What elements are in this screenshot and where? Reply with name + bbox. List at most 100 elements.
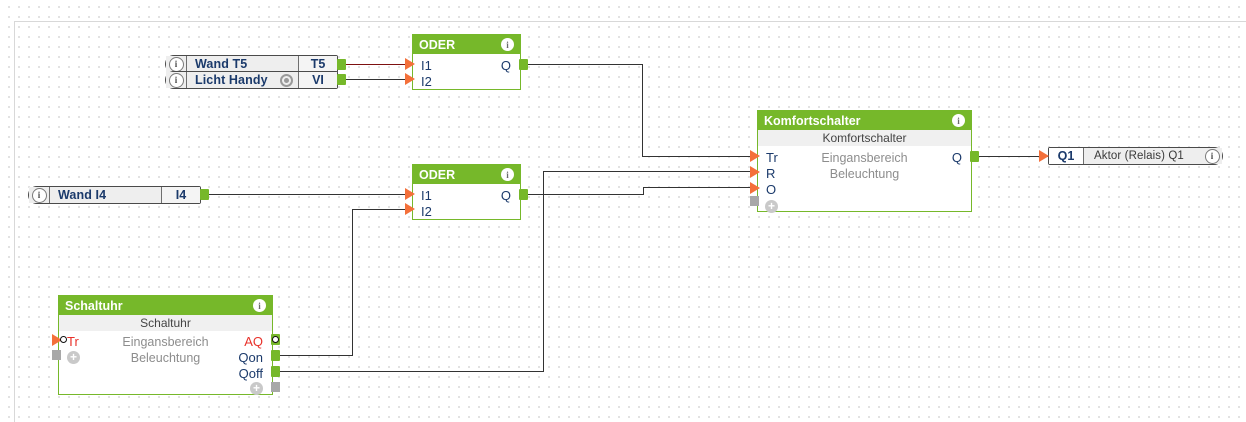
- block-subtitle-schaltuhr: Schaltuhr: [59, 315, 272, 331]
- block-subtitle-komfortschalter: Komfortschalter: [758, 130, 971, 146]
- info-icon-wand-t5[interactable]: i: [166, 56, 187, 72]
- block-schaltuhr[interactable]: Schaltuhr i Schaltuhr Eingansbereich Bel…: [58, 295, 273, 395]
- wire-qon-v: [352, 209, 353, 356]
- pin-in-oder2-i1[interactable]: [405, 188, 415, 200]
- block-oder-2[interactable]: ODER i I1 I2 Q: [412, 164, 521, 220]
- wire-t5-to-oder1-i1: [338, 64, 412, 65]
- info-glyph: i: [31, 187, 47, 203]
- wire-oder1q-h1: [521, 64, 643, 65]
- add-output-button-schaltuhr[interactable]: +: [250, 382, 263, 395]
- block-komfortschalter[interactable]: Komfortschalter i Komfortschalter Eingan…: [757, 110, 972, 213]
- pin-in-komfort-tr[interactable]: [750, 150, 760, 162]
- block-header-schaltuhr: Schaltuhr i: [59, 296, 272, 315]
- io-label-wand-i4: Wand I4: [50, 187, 161, 203]
- block-oder-1[interactable]: ODER i I1 I2 Q: [412, 34, 521, 90]
- info-icon-q1[interactable]: i: [1202, 148, 1222, 164]
- pin-in-schaltuhr-tr-negate[interactable]: [60, 336, 67, 343]
- block-line-2-komfortschalter: Beleuchtung: [829, 167, 900, 181]
- wire-qon-h1: [277, 355, 353, 356]
- add-input-button-schaltuhr[interactable]: +: [67, 351, 80, 364]
- pin-in-komfort-o[interactable]: [750, 182, 760, 194]
- io-terminal-vi: VI: [298, 72, 337, 88]
- wire-oder1q-v: [642, 64, 643, 156]
- pin-out-komfort-q[interactable]: [970, 151, 979, 162]
- block-title-oder-1: ODER: [419, 37, 456, 52]
- pin-in-oder1-i1[interactable]: [405, 58, 415, 70]
- pin-out-schaltuhr-qon[interactable]: [271, 350, 280, 361]
- wire-qon-h2: [352, 209, 412, 210]
- pin-out-licht-handy[interactable]: [337, 74, 346, 85]
- port-in-i2-oder1: I2: [421, 74, 432, 89]
- port-in-i2-oder2: I2: [421, 204, 432, 219]
- block-line-2-schaltuhr: Beleuchtung: [130, 351, 201, 365]
- wire-oder2q-h-main: [521, 194, 643, 195]
- block-line-1-komfortschalter: Eingansbereich: [821, 151, 908, 165]
- port-in-tr-komfort: Tr: [766, 150, 778, 165]
- pin-in-schaltuhr-extra[interactable]: [52, 350, 61, 360]
- pin-in-schaltuhr-tr[interactable]: [52, 334, 62, 346]
- wire-komfortq-to-q1: [978, 156, 1048, 157]
- port-out-q-oder1: Q: [500, 58, 511, 73]
- pin-out-wand-t5[interactable]: [337, 59, 346, 70]
- pin-in-oder2-i2[interactable]: [405, 203, 415, 215]
- info-glyph: i: [168, 72, 184, 88]
- wire-to-komfort-o: [643, 187, 753, 188]
- wire-to-komfort-r: [543, 171, 753, 172]
- block-header-komfortschalter: Komfortschalter i: [758, 111, 971, 130]
- info-icon-oder-1[interactable]: i: [501, 38, 514, 51]
- pin-out-oder1-q[interactable]: [519, 59, 528, 70]
- info-icon-oder-2[interactable]: i: [501, 168, 514, 181]
- pin-out-oder2-q[interactable]: [519, 189, 528, 200]
- info-icon-licht-handy[interactable]: i: [166, 72, 187, 88]
- pin-in-komfort-extra[interactable]: [750, 196, 759, 206]
- io-output-q1[interactable]: Q1 Aktor (Relais) Q1 i: [1048, 147, 1223, 165]
- io-terminal-t5: T5: [298, 56, 337, 72]
- io-terminal-i4: I4: [161, 187, 200, 203]
- canvas-top-border: [14, 21, 1246, 22]
- pin-out-schaltuhr-qoff[interactable]: [271, 366, 280, 377]
- port-in-o-komfort: O: [766, 182, 777, 197]
- port-out-q-komfort: Q: [951, 150, 962, 165]
- port-in-tr-schaltuhr: Tr: [67, 334, 79, 349]
- wire-vi-to-oder1-i2: [338, 79, 412, 80]
- io-input-wand-t5[interactable]: i Wand T5 T5: [165, 55, 338, 73]
- pin-out-schaltuhr-extra[interactable]: [271, 382, 280, 392]
- port-out-q-oder2: Q: [500, 188, 511, 203]
- info-glyph: i: [1204, 148, 1220, 164]
- io-input-wand-i4[interactable]: i Wand I4 I4: [28, 186, 201, 204]
- port-in-r-komfort: R: [766, 166, 776, 181]
- block-title-komfortschalter: Komfortschalter: [764, 113, 861, 128]
- port-in-i1-oder2: I1: [421, 188, 432, 203]
- port-in-i1-oder1: I1: [421, 58, 432, 73]
- wire-oder2q-v-left: [543, 171, 544, 372]
- add-input-button-komfort[interactable]: +: [765, 200, 778, 213]
- pin-out-schaltuhr-aq-marker[interactable]: [272, 336, 279, 343]
- wire-oder1q-h2: [642, 156, 753, 157]
- block-header-oder-2: ODER i: [413, 165, 520, 184]
- wire-oder2q-v-right: [643, 187, 644, 195]
- info-icon-komfortschalter[interactable]: i: [952, 114, 965, 127]
- port-out-qon-schaltuhr: Qon: [238, 350, 263, 365]
- port-out-qoff-schaltuhr: Qoff: [238, 366, 263, 381]
- info-icon-schaltuhr[interactable]: i: [253, 299, 266, 312]
- wire-i4-to-oder2-i1: [201, 194, 412, 195]
- block-title-schaltuhr: Schaltuhr: [65, 298, 123, 313]
- info-glyph: i: [168, 56, 184, 72]
- pin-in-oder1-i2[interactable]: [405, 73, 415, 85]
- canvas-left-border: [14, 21, 15, 422]
- block-line-1-schaltuhr: Eingansbereich: [122, 335, 209, 349]
- io-label-wand-t5: Wand T5: [187, 56, 298, 72]
- io-input-licht-handy[interactable]: i Licht Handy VI: [165, 71, 338, 89]
- block-header-oder-1: ODER i: [413, 35, 520, 54]
- io-terminal-q1: Q1: [1049, 148, 1084, 164]
- port-out-aq-schaltuhr: AQ: [244, 334, 263, 349]
- block-title-oder-2: ODER: [419, 167, 456, 182]
- pin-in-komfort-r[interactable]: [750, 166, 760, 178]
- io-label-aktor-relais-q1: Aktor (Relais) Q1: [1084, 148, 1202, 164]
- pin-out-wand-i4[interactable]: [200, 189, 209, 200]
- io-label-licht-handy: Licht Handy: [187, 72, 274, 88]
- pin-in-q1[interactable]: [1039, 150, 1049, 162]
- ring-icon: [274, 72, 298, 88]
- info-icon-wand-i4[interactable]: i: [29, 187, 50, 203]
